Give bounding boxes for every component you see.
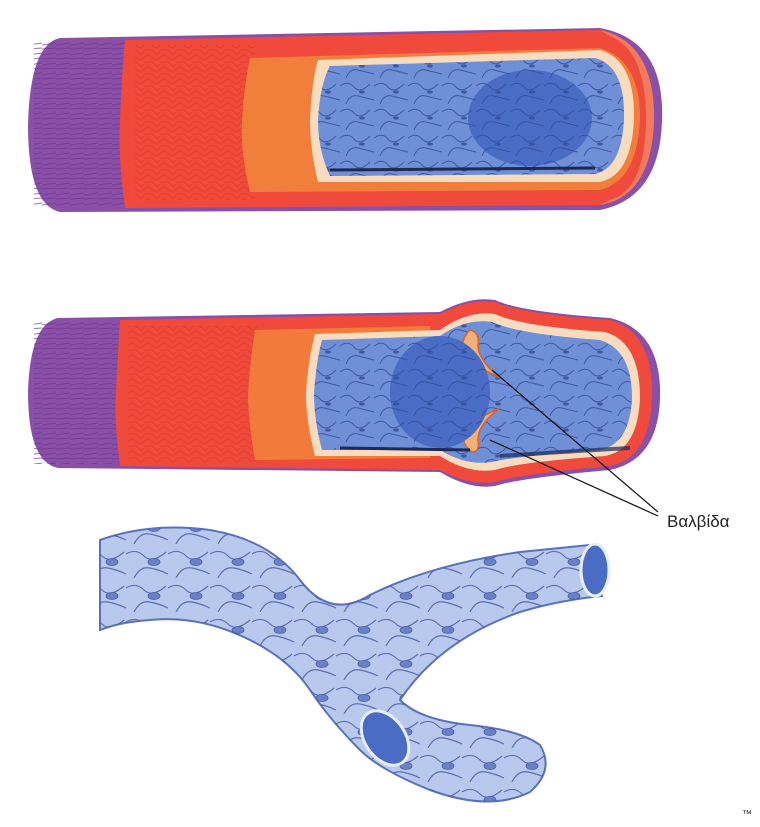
top-vessel [28,28,662,212]
capillary [100,528,609,802]
capillary-opening-right [581,544,609,596]
valve-label: Βαλβίδα [667,512,730,532]
trademark-mark: ™ [742,809,752,820]
middle-vessel [28,299,660,516]
